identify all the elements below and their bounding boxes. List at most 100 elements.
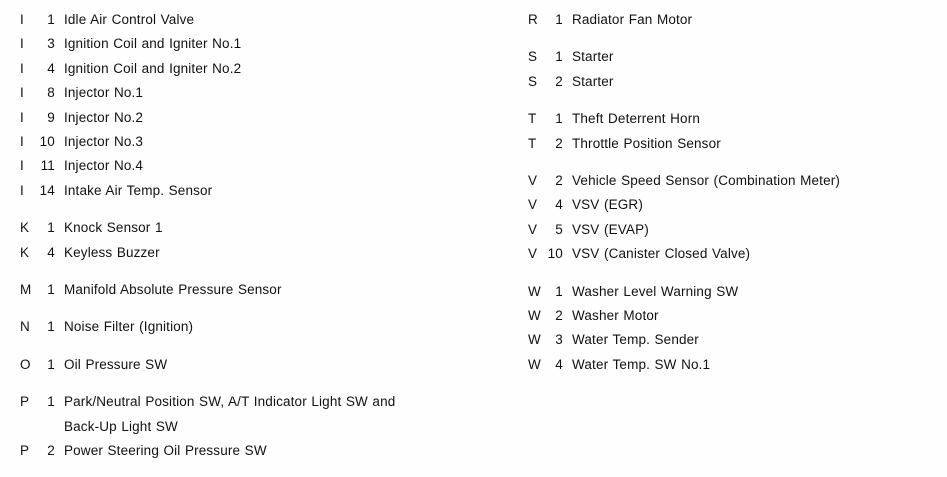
entry-letter: R — [528, 12, 538, 27]
entry-letter: V — [528, 197, 538, 213]
entry-label: Injector No.1 — [64, 81, 143, 105]
entry-number: 3 — [47, 36, 55, 52]
entry-label: Park/Neutral Position SW, A/T Indicator … — [64, 390, 395, 439]
entry-letter: M — [20, 282, 32, 298]
index-entry: K 1 Knock Sensor 1 — [20, 216, 490, 240]
entry-number: 1 — [47, 220, 55, 236]
entry-label: VSV (EGR) — [572, 193, 643, 217]
entry-number: 10 — [39, 134, 55, 150]
entry-label: Washer Level Warning SW — [572, 280, 738, 304]
entry-label: Throttle Position Sensor — [572, 132, 721, 156]
entry-number: 10 — [547, 246, 563, 262]
entry-number: 4 — [555, 356, 563, 372]
index-group-r: R 1 Radiator Fan Motor — [528, 8, 943, 32]
entry-label-text: Washer Motor — [572, 308, 659, 324]
entry-number: 8 — [47, 85, 55, 101]
entry-label: Injector No.3 — [64, 130, 143, 154]
entry-letter: I — [20, 36, 24, 52]
entry-letter: W — [528, 283, 541, 299]
entry-label: Noise Filter (Ignition) — [64, 315, 193, 339]
index-group-v: V 2 Vehicle Speed Sensor (Combination Mete… — [528, 169, 943, 267]
entry-letter: W — [528, 356, 541, 372]
entry-letter: K — [20, 220, 30, 236]
entry-label-text: VSV (EGR) — [572, 197, 643, 213]
entry-number: 14 — [39, 182, 55, 198]
entry-label: Theft Deterrent Horn — [572, 107, 700, 131]
entry-letter: V — [528, 173, 538, 189]
entry-label-text: Radiator Fan Motor — [572, 12, 693, 27]
index-entry: S 1 Starter — [528, 45, 943, 69]
entry-label-text: Noise Filter (Ignition) — [64, 319, 194, 335]
entry-number: 5 — [555, 221, 563, 237]
entry-label: Starter — [572, 45, 614, 69]
entry-label-text: Ignition Coil and Igniter No.2 — [64, 60, 242, 76]
entry-label: Ignition Coil and Igniter No.1 — [64, 32, 241, 56]
entry-number: 3 — [555, 332, 563, 348]
entry-letter: I — [20, 109, 24, 125]
entry-letter: W — [528, 308, 541, 324]
entry-label-text: Keyless Buzzer — [64, 244, 160, 260]
entry-number: 1 — [555, 49, 563, 65]
entry-label: Intake Air Temp. Sensor — [64, 179, 212, 203]
entry-label-text: VSV (EVAP) — [572, 221, 649, 237]
entry-letter: I — [20, 182, 24, 198]
entry-label: Idle Air Control Valve — [64, 8, 194, 32]
entry-label: VSV (Canister Closed Valve) — [572, 242, 750, 266]
entry-letter: P — [20, 443, 30, 459]
entry-label: Ignition Coil and Igniter No.2 — [64, 57, 241, 81]
entry-number: 2 — [555, 173, 563, 189]
entry-label: Injector No.4 — [64, 154, 143, 178]
entry-number: 1 — [555, 12, 563, 27]
entry-label: Knock Sensor 1 — [64, 216, 163, 240]
entry-label: Starter — [572, 70, 614, 94]
entry-letter: K — [20, 244, 30, 260]
entry-number: 4 — [555, 197, 563, 213]
entry-letter: I — [20, 134, 24, 150]
entry-letter: T — [528, 135, 537, 151]
index-entry: I 10 Injector No.3 — [20, 130, 490, 154]
entry-number: 1 — [47, 356, 55, 372]
entry-label: Radiator Fan Motor — [572, 8, 692, 32]
index-entry: I 3 Ignition Coil and Igniter No.1 — [20, 32, 490, 56]
entry-label-text: Park/Neutral Position SW, A/T Indicator … — [64, 394, 396, 410]
entry-label-text: Washer Level Warning SW — [572, 283, 739, 299]
entry-label-text: Vehicle Speed Sensor (Combination Meter) — [572, 173, 841, 189]
entry-label-text: Throttle Position Sensor — [572, 135, 721, 151]
entry-label-text: Starter — [572, 73, 614, 89]
entry-number: 1 — [47, 319, 55, 335]
entry-letter: I — [20, 158, 24, 174]
entry-label-text: Injector No.2 — [64, 109, 144, 125]
entry-label-text: Theft Deterrent Horn — [572, 111, 701, 127]
entry-label: Power Steering Oil Pressure SW — [64, 439, 267, 463]
entry-letter: I — [20, 85, 24, 101]
entry-letter: S — [528, 49, 538, 65]
entry-letter: I — [20, 60, 24, 76]
entry-letter: O — [20, 356, 31, 372]
entry-label: Manifold Absolute Pressure Sensor — [64, 278, 282, 302]
entry-label-text: Knock Sensor 1 — [64, 220, 163, 236]
entry-label-text: Manifold Absolute Pressure Sensor — [64, 282, 282, 298]
entry-label-text: Injector No.4 — [64, 158, 144, 174]
